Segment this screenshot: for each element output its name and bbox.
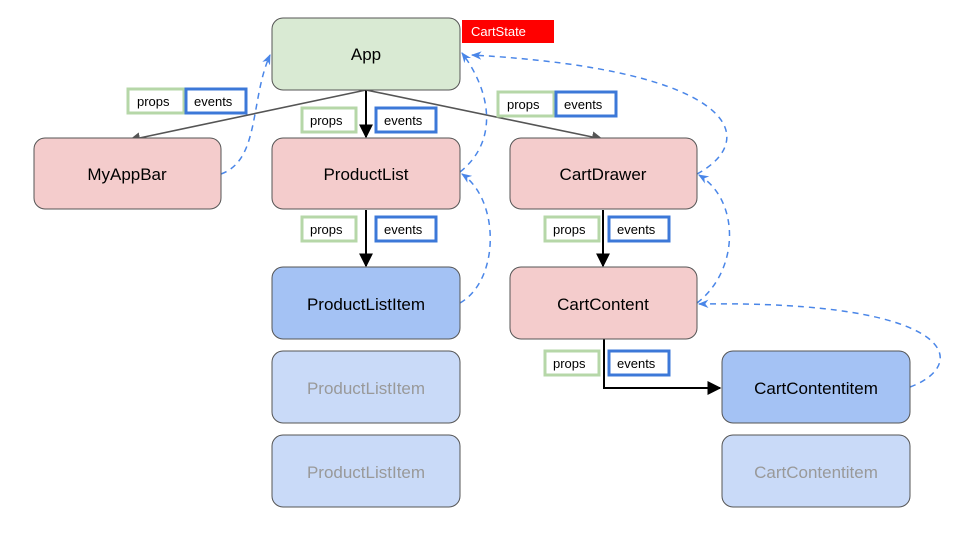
props-tag: props bbox=[310, 222, 343, 237]
node-productlistitem-faded-1: ProductListItem bbox=[271, 350, 461, 424]
node-myappbar-label: MyAppBar bbox=[87, 165, 167, 184]
tags-app-cartdrawer: props events bbox=[496, 90, 618, 118]
tags-cartcontent-item: props events bbox=[543, 349, 671, 377]
events-tag: events bbox=[564, 97, 603, 112]
node-cartdrawer-label: CartDrawer bbox=[560, 165, 647, 184]
node-app-label: App bbox=[351, 45, 381, 64]
events-tag: events bbox=[194, 94, 233, 109]
events-tag: events bbox=[384, 113, 423, 128]
node-app: App bbox=[271, 17, 461, 91]
event-arrow-cartitem-to-cartcontent bbox=[697, 299, 941, 388]
node-cartcontentitem-faded: CartContentitem bbox=[721, 434, 911, 508]
events-tag: events bbox=[617, 222, 656, 237]
tags-app-myappbar: props events bbox=[126, 87, 248, 115]
events-tag: events bbox=[617, 356, 656, 371]
cart-state-badge: CartState bbox=[462, 20, 554, 43]
tags-productlist-item: props events bbox=[300, 215, 438, 243]
props-tag: props bbox=[507, 97, 540, 112]
cart-state-label: CartState bbox=[471, 24, 526, 39]
node-cartcontentitem: CartContentitem bbox=[721, 350, 911, 424]
event-arrow-cartcontent-to-cartdrawer bbox=[696, 174, 731, 304]
props-tag: props bbox=[137, 94, 170, 109]
node-productlistitem: ProductListItem bbox=[271, 266, 461, 340]
props-tag: props bbox=[310, 113, 343, 128]
node-productlistitem-faded-2-label: ProductListItem bbox=[307, 463, 425, 482]
node-myappbar: MyAppBar bbox=[33, 137, 222, 210]
event-arrow-productlist-to-app bbox=[459, 52, 488, 173]
arrow-app-to-myappbar bbox=[128, 89, 367, 144]
node-productlistitem-label: ProductListItem bbox=[307, 295, 425, 314]
node-cartcontentitem-faded-label: CartContentitem bbox=[754, 463, 878, 482]
node-cartdrawer: CartDrawer bbox=[509, 137, 698, 210]
node-productlistitem-faded-2: ProductListItem bbox=[271, 434, 461, 508]
props-tag: props bbox=[553, 356, 586, 371]
node-cartcontent: CartContent bbox=[509, 266, 698, 340]
event-arrow-item-to-productlist bbox=[459, 173, 491, 304]
props-tag: props bbox=[553, 222, 586, 237]
node-cartcontentitem-label: CartContentitem bbox=[754, 379, 878, 398]
events-tag: events bbox=[384, 222, 423, 237]
arrow-cartcontent-to-item bbox=[603, 339, 722, 395]
event-arrow-cartdrawer-to-app bbox=[470, 51, 728, 175]
event-arrow-myappbar-to-app bbox=[220, 54, 271, 175]
node-productlistitem-faded-1-label: ProductListItem bbox=[307, 379, 425, 398]
node-productlist-label: ProductList bbox=[323, 165, 408, 184]
node-cartcontent-label: CartContent bbox=[557, 295, 649, 314]
tags-app-productlist: props events bbox=[300, 106, 438, 134]
arrow-app-to-cartdrawer bbox=[365, 89, 604, 143]
tags-cartdrawer-cartcontent: props events bbox=[543, 215, 671, 243]
node-productlist: ProductList bbox=[271, 137, 461, 210]
